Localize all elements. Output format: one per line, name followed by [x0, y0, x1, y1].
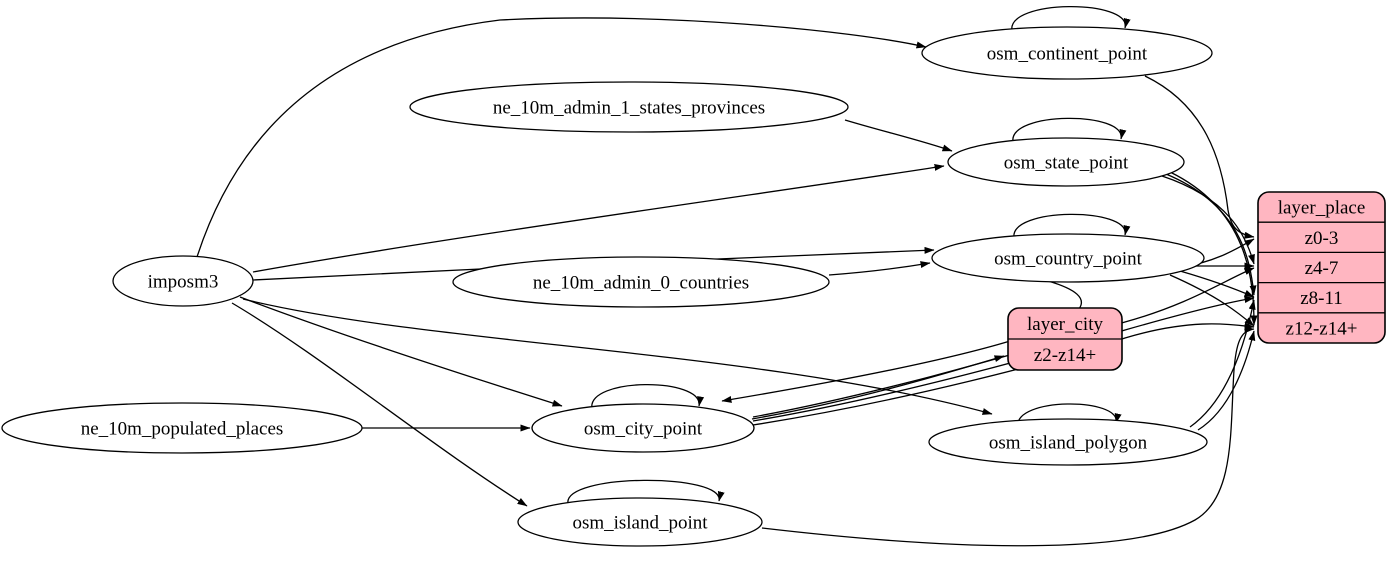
- layer_place-row-z8-11: z8-11: [1300, 288, 1343, 309]
- node-osm_state_point: osm_state_point: [947, 137, 1185, 187]
- node-imposm3: imposm3: [112, 255, 254, 307]
- osm_country_point-label: osm_country_point: [994, 248, 1142, 269]
- imposm3-shape: [112, 255, 254, 307]
- edge-osm_state_point-to-layer_place:z4-7: [1161, 175, 1255, 265]
- edge-osm_island_polygon-to-layer_place:z8-11: [1189, 299, 1256, 428]
- edge-osm_city_point-to-osm_city_point: [591, 383, 705, 410]
- ne_10m_populated_places-shape: [1, 402, 363, 454]
- ne_10m_populated_places-label: ne_10m_populated_places: [81, 418, 284, 439]
- layer_place-row-z4-7: z4-7: [1305, 258, 1339, 279]
- edges-layer: [196, 5, 1258, 547]
- edge-imposm3-to-osm_state_point: [252, 164, 945, 273]
- node-osm_city_point: osm_city_point: [531, 403, 755, 453]
- osm_city_point-label: osm_city_point: [584, 418, 703, 439]
- edge-osm_continent_point-to-layer_place:z0-3: [1144, 75, 1255, 239]
- node-osm_island_polygon: osm_island_polygon: [928, 418, 1208, 466]
- edge-osm_country_point-to-osm_country_point: [1013, 213, 1131, 239]
- node-layer_place: layer_place z0-3 z4-7 z8-11 z12-z14+: [1257, 191, 1386, 344]
- osm_continent_point-shape: [921, 26, 1213, 80]
- edge-osm_island_polygon-to-osm_island_polygon: [1017, 403, 1122, 428]
- nodes-layer: imposm3 ne_10m_admin_1_states_provincesne…: [1, 26, 1386, 547]
- layer_place-row-layer_place: layer_place: [1278, 198, 1366, 219]
- node-ne_10m_populated_places: ne_10m_populated_places: [1, 402, 363, 454]
- edge-ne_10m_admin_1_states_provinces-to-osm_state_point: [844, 119, 953, 152]
- ne_10m_admin_1_states_provinces-shape: [409, 81, 849, 133]
- osm_state_point-shape: [947, 137, 1185, 187]
- edge-osm_city_point-to-layer_place:z12-z14+: [752, 322, 1255, 426]
- edge-osm_state_point-to-layer_place:z8-11: [1165, 173, 1257, 296]
- layer_place-row-z12-z14+: z12-z14+: [1286, 318, 1358, 339]
- node-osm_continent_point: osm_continent_point: [921, 26, 1213, 80]
- node-ne_10m_admin_0_countries: ne_10m_admin_0_countries: [452, 256, 830, 308]
- osm_island_polygon-label: osm_island_polygon: [989, 432, 1148, 453]
- osm_country_point-shape: [931, 233, 1205, 283]
- osm_continent_point-label: osm_continent_point: [987, 43, 1148, 64]
- edge-imposm3-to-osm_island_point: [231, 302, 528, 507]
- osm_island_polygon-shape: [928, 418, 1208, 466]
- edge-osm_state_point-to-osm_state_point: [1012, 117, 1127, 143]
- node-osm_island_point: osm_island_point: [517, 497, 763, 547]
- edge-osm_continent_point-to-osm_continent_point: [1011, 5, 1131, 32]
- edge-osm_island_point-to-osm_island_point: [567, 479, 725, 505]
- ne_10m_admin_0_countries-label: ne_10m_admin_0_countries: [533, 272, 749, 293]
- layer_place-shape: [1257, 191, 1386, 344]
- imposm3-label: imposm3: [148, 271, 219, 292]
- osm_state_point-label: osm_state_point: [1004, 152, 1129, 173]
- edge-imposm3-to-osm_island_polygon: [242, 298, 993, 415]
- layer_city-row-z2-z14+: z2-z14+: [1034, 345, 1096, 366]
- node-ne_10m_admin_1_states_provinces: ne_10m_admin_1_states_provinces: [409, 81, 849, 133]
- edge-osm_country_point-to-layer_place:z8-11: [1179, 270, 1255, 298]
- edge-ne_10m_admin_0_countries-to-osm_country_point: [828, 261, 931, 276]
- osm_island_point-label: osm_island_point: [572, 512, 708, 533]
- edge-osm_island_point-to-layer_place:z12-z14+: [761, 326, 1255, 547]
- edge-imposm3-to-osm_city_point: [239, 296, 563, 407]
- ne_10m_admin_0_countries-shape: [452, 256, 830, 308]
- node-osm_country_point: osm_country_point: [931, 233, 1205, 283]
- node-layer_city: layer_city z2-z14+: [1007, 307, 1123, 371]
- ne_10m_admin_1_states_provinces-label: ne_10m_admin_1_states_provinces: [493, 97, 765, 118]
- osm_island_point-shape: [517, 497, 763, 547]
- edge-osm_city_point-to-layer_place:z8-11: [752, 296, 1255, 422]
- edge-imposm3-to-osm_continent_point: [196, 17, 927, 258]
- layer_place-row-z0-3: z0-3: [1305, 228, 1339, 249]
- layer_city-row-layer_city: layer_city: [1027, 314, 1103, 335]
- edge-osm_island_polygon-to-layer_place:z12-z14+: [1197, 330, 1256, 431]
- osm_city_point-shape: [531, 403, 755, 453]
